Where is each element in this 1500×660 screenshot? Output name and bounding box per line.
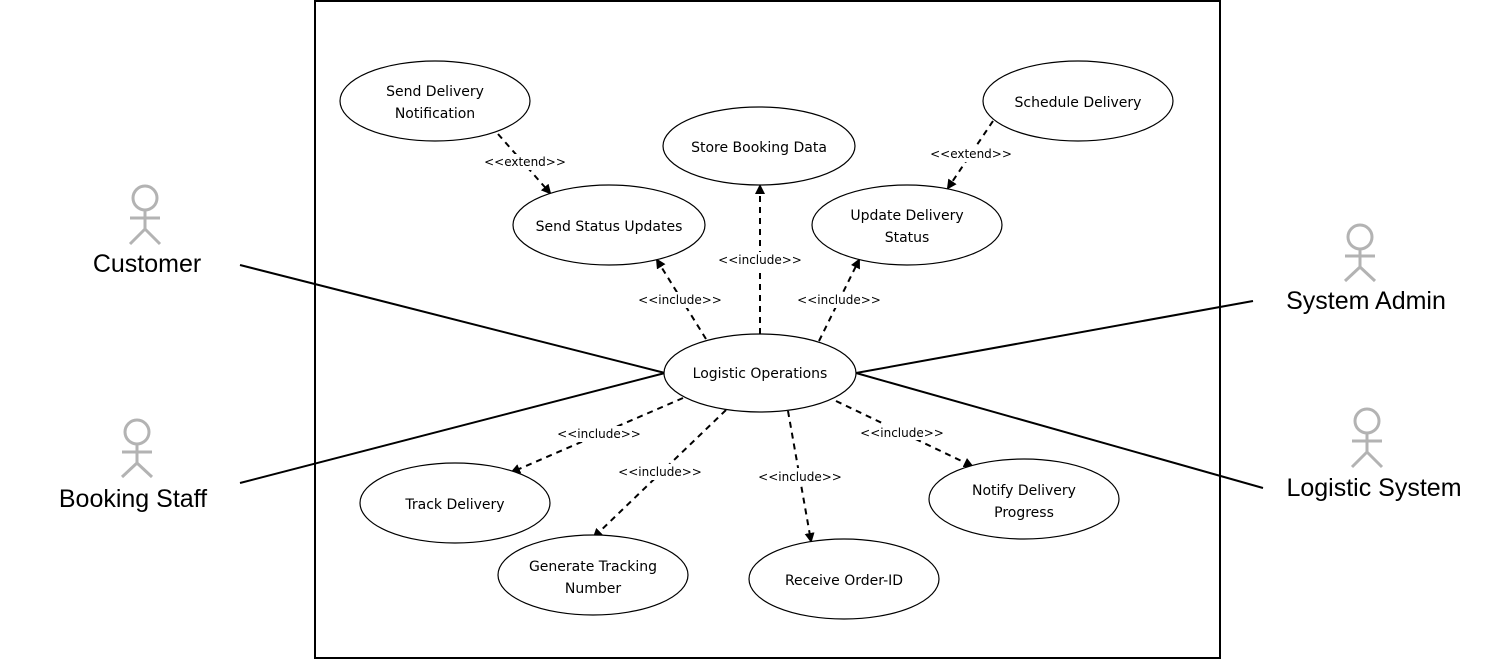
association-system-admin: [855, 300, 1254, 374]
stereotype-include-generate: <<include>>: [618, 464, 702, 480]
stereotype-include-receive: <<include>>: [758, 468, 842, 484]
svg-text:<<include>>: <<include>>: [718, 253, 802, 267]
stereotype-include-status-updates: <<include>>: [638, 292, 722, 308]
svg-text:Send Delivery: Send Delivery: [386, 84, 484, 100]
stick-figure-icon: [128, 184, 162, 246]
stereotype-include-update-status: <<include>>: [797, 292, 881, 308]
svg-text:<<include>>: <<include>>: [860, 426, 944, 440]
stereotype-include-notify: <<include>>: [860, 424, 944, 440]
stick-figure-icon: [120, 418, 154, 479]
use-case-receive-order-id[interactable]: Receive Order-ID: [748, 538, 940, 620]
svg-text:Receive Order-ID: Receive Order-ID: [785, 573, 903, 589]
svg-text:Logistic Operations: Logistic Operations: [693, 366, 828, 382]
svg-text:Store Booking Data: Store Booking Data: [691, 140, 827, 156]
svg-text:<<include>>: <<include>>: [758, 470, 842, 484]
association-booking-staff: [239, 372, 666, 484]
actor-customer[interactable]: Customer: [93, 184, 201, 278]
svg-text:Notify Delivery: Notify Delivery: [972, 483, 1076, 499]
use-case-store-booking-data[interactable]: Store Booking Data: [662, 106, 856, 186]
stick-figure-icon: [1343, 223, 1377, 283]
use-case-track-delivery[interactable]: Track Delivery: [359, 462, 551, 544]
actor-label-system-admin: System Admin: [1286, 287, 1446, 315]
actor-logistic-system[interactable]: Logistic System: [1286, 407, 1462, 502]
svg-text:Progress: Progress: [994, 505, 1054, 521]
actor-system-admin[interactable]: System Admin: [1286, 223, 1446, 315]
use-case-schedule-delivery[interactable]: Schedule Delivery: [982, 60, 1174, 142]
actor-booking-staff[interactable]: Booking Staff: [59, 418, 207, 513]
system-boundary: [314, 0, 1221, 659]
svg-text:Generate Tracking: Generate Tracking: [529, 559, 657, 575]
stereotype-include-store-booking: <<include>>: [718, 252, 802, 268]
extend-arrow-notification: [497, 133, 552, 195]
use-case-generate-tracking-number[interactable]: Generate Tracking Number: [497, 534, 689, 616]
use-case-notify-delivery-progress[interactable]: Notify Delivery Progress: [928, 458, 1120, 540]
svg-text:<<include>>: <<include>>: [618, 465, 702, 479]
actor-label-logistic-system: Logistic System: [1286, 474, 1461, 502]
use-case-send-status-updates[interactable]: Send Status Updates: [512, 184, 706, 266]
svg-text:Schedule Delivery: Schedule Delivery: [1015, 95, 1142, 111]
svg-text:Update Delivery: Update Delivery: [850, 208, 963, 224]
svg-text:Send Status Updates: Send Status Updates: [536, 219, 683, 235]
svg-text:Number: Number: [565, 581, 621, 597]
stereotype-extend-schedule: <<extend>>: [930, 146, 1012, 162]
extend-arrow-schedule: [946, 120, 994, 190]
svg-text:Notification: Notification: [395, 106, 475, 122]
svg-text:<<extend>>: <<extend>>: [484, 155, 566, 169]
svg-text:Track Delivery: Track Delivery: [404, 497, 504, 513]
stick-figure-icon: [1350, 407, 1384, 469]
actor-label-booking-staff: Booking Staff: [59, 485, 207, 513]
svg-text:<<include>>: <<include>>: [557, 427, 641, 441]
svg-text:<<include>>: <<include>>: [797, 293, 881, 307]
stereotype-include-track: <<include>>: [557, 426, 641, 442]
use-case-update-delivery-status[interactable]: Update Delivery Status: [811, 184, 1003, 266]
svg-text:<<include>>: <<include>>: [638, 293, 722, 307]
association-logistic-system: [855, 372, 1264, 489]
use-case-logistic-operations[interactable]: Logistic Operations: [663, 333, 857, 413]
svg-text:Status: Status: [885, 230, 930, 246]
actor-label-customer: Customer: [93, 250, 201, 278]
svg-text:<<extend>>: <<extend>>: [930, 147, 1012, 161]
include-arrow-notify: [835, 400, 974, 468]
stereotype-extend-notification: <<extend>>: [484, 154, 566, 170]
use-case-send-delivery-notification[interactable]: Send Delivery Notification: [339, 60, 531, 142]
association-customer: [239, 264, 666, 374]
